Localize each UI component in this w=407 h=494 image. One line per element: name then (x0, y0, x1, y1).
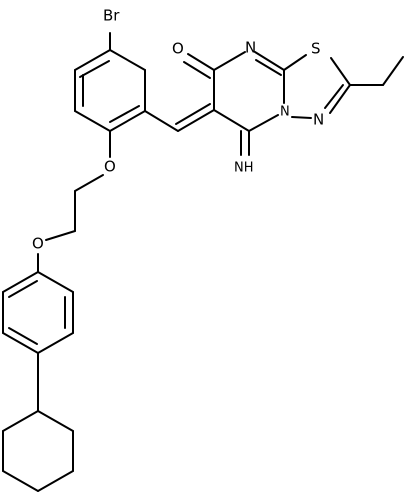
bond-ph6-inner (8, 280, 38, 298)
bond-ph3 (37, 332, 74, 354)
ethyl-group (349, 56, 404, 86)
bond-c2-n3 (329, 84, 351, 114)
atom-label-n-bridge: N (280, 105, 290, 120)
bond-ar1 (74, 49, 111, 71)
bond-o1-ch2 (74, 174, 104, 192)
atom-label-o-carbonyl: O (172, 40, 184, 58)
bond-cy1 (37, 410, 74, 432)
bond-c7-o (187, 53, 215, 71)
thiadiazole-ring (283, 54, 351, 119)
bond-ar5 (74, 110, 111, 132)
bond-ar1-inner (79, 60, 110, 78)
atom-label-iminium: NH (234, 161, 254, 176)
bond-c2-n3-double (324, 84, 344, 109)
atom-label-s: S (311, 40, 321, 58)
phenyl-ring (2, 271, 74, 354)
bond-ph6 (2, 271, 39, 293)
ether-chain (37, 130, 111, 273)
bond-ch2-o2 (45, 230, 76, 241)
bromophenyl-ring (74, 32, 146, 132)
bond-ar4-inner (109, 105, 140, 123)
cyclohexyl-ring (2, 352, 74, 492)
bond-s-c2 (330, 57, 351, 86)
atom-label-o-ether1: O (104, 158, 116, 176)
bond-cy3 (37, 470, 74, 492)
bond-ch2-ch3 (382, 56, 404, 86)
methylidene-linker (144, 103, 215, 132)
atom-label-o-ether2: O (32, 235, 44, 253)
bond-n3-n4 (291, 116, 312, 119)
bond-n8-c8a (254, 51, 285, 71)
bond-cy6 (2, 410, 39, 432)
bond-ar-ch (144, 110, 179, 132)
atom-label-n-ring-top: N (245, 39, 256, 57)
bond-ch-c6-double (175, 103, 211, 125)
bond-ar2 (109, 49, 146, 71)
bond-ch-c6 (177, 109, 215, 132)
bond-c5-c6 (213, 109, 250, 132)
atom-label-n-ring-right: N (313, 111, 324, 129)
bond-ph4 (2, 332, 39, 354)
bond-n8-c8a-double (255, 59, 282, 76)
atom-label-br: Br (103, 7, 120, 25)
bond-ar4 (109, 110, 146, 132)
bond-ph1 (37, 271, 74, 293)
bond-c8a-s (283, 54, 307, 71)
bond-c7-n8 (213, 51, 246, 71)
bond-n4-c5 (248, 114, 279, 132)
pyrimidine-ring (183, 51, 285, 156)
bond-cy4 (2, 470, 39, 492)
bond-c7-o-double (183, 61, 211, 79)
bond-ph4-inner (8, 327, 38, 345)
